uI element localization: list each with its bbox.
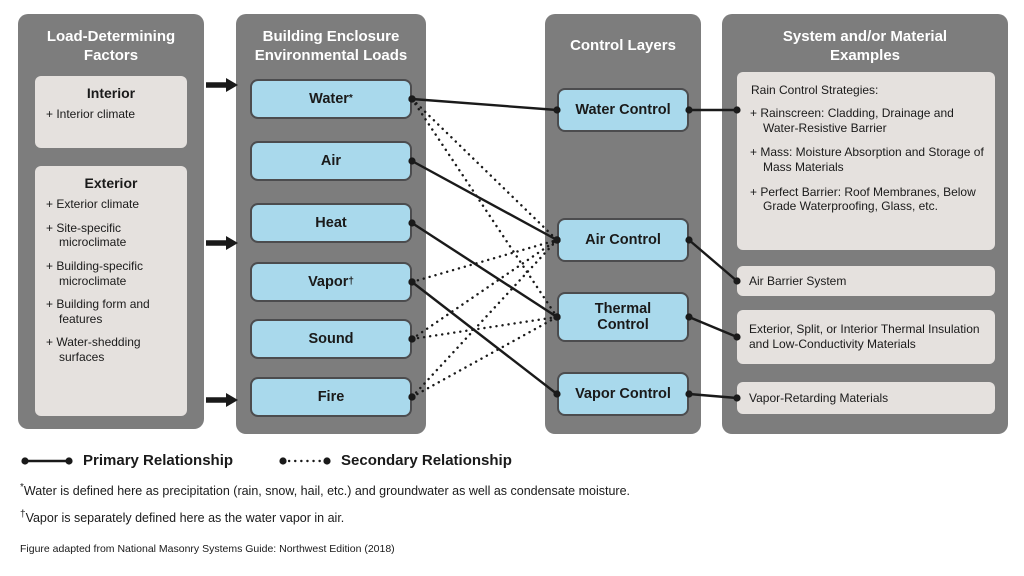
legend-secondary-label: Secondary Relationship — [341, 452, 512, 469]
control-box-water: Water Control — [557, 88, 689, 132]
interior-title: Interior — [86, 85, 136, 101]
example-box-air: Air Barrier System — [737, 266, 995, 296]
panel-title-factors: Load-Determining Factors — [46, 28, 176, 65]
primary-line-icon — [21, 456, 73, 465]
asterisk-marker: * — [20, 481, 24, 493]
control-label-thermal: Thermal Control — [594, 301, 652, 333]
load-label-water: Water — [309, 91, 349, 107]
secondary-line-icon — [279, 456, 331, 465]
load-box-air: Air — [250, 141, 412, 181]
panel-environmental-loads: Building Enclosure Environmental Loads W… — [236, 14, 426, 434]
panel-control-layers: Control Layers Water Control Air Control… — [545, 14, 701, 434]
footnote-water: *Water is defined here as precipitation … — [20, 481, 631, 498]
legend-primary: Primary Relationship — [20, 452, 233, 469]
control-label-water: Water Control — [575, 102, 671, 118]
example-box-rain: Rain Control Strategies: + Rainscreen: C… — [737, 72, 995, 250]
load-label-air: Air — [320, 153, 342, 169]
load-label-sound: Sound — [308, 331, 354, 347]
control-label-air: Air Control — [585, 232, 661, 248]
panel-title-controls: Control Layers — [570, 37, 676, 54]
exterior-item: + Site-specific microclimate — [46, 220, 127, 250]
exterior-factors-box: Exterior + Exterior climate + Site-speci… — [35, 166, 187, 416]
load-box-fire: Fire — [250, 377, 412, 417]
interior-factors-box: Interior + Interior climate — [35, 76, 187, 148]
control-box-air: Air Control — [557, 218, 689, 262]
exterior-item: + Exterior climate — [46, 197, 140, 211]
panel-title-loads: Building Enclosure Environmental Loads — [254, 28, 408, 65]
load-box-sound: Sound — [250, 319, 412, 359]
figure-credit: Figure adapted from National Masonry Sys… — [20, 543, 395, 555]
air-example-text: Air Barrier System — [749, 273, 847, 288]
example-box-vapor: Vapor-Retarding Materials — [737, 382, 995, 414]
control-box-thermal: Thermal Control — [557, 292, 689, 342]
legend-primary-label: Primary Relationship — [83, 452, 234, 469]
load-label-heat: Heat — [315, 215, 347, 231]
dagger-marker: † — [20, 508, 26, 520]
load-label-fire: Fire — [317, 389, 345, 405]
control-box-vapor: Vapor Control — [557, 372, 689, 416]
thermal-example-text: Exterior, Split, or Interior Thermal Ins… — [749, 322, 980, 351]
legend-secondary: Secondary Relationship — [278, 452, 512, 469]
example-box-thermal: Exterior, Split, or Interior Thermal Ins… — [737, 310, 995, 364]
rain-strategy-item: + Rainscreen: Cladding, Drainage and Wat… — [750, 106, 954, 135]
vapor-example-text: Vapor-Retarding Materials — [749, 390, 889, 405]
rain-strategy-item: + Mass: Moisture Absorption and Storage … — [750, 145, 984, 174]
rain-strategies-heading: Rain Control Strategies: — [751, 83, 879, 97]
rain-strategy-item: + Perfect Barrier: Roof Membranes, Below… — [750, 184, 976, 214]
panel-load-determining-factors: Load-Determining Factors Interior + Inte… — [18, 14, 204, 429]
load-box-vapor: Vapor† — [250, 262, 412, 302]
control-label-vapor: Vapor Control — [575, 386, 671, 402]
exterior-title: Exterior — [84, 175, 138, 191]
load-label-vapor: Vapor — [308, 274, 349, 290]
exterior-item: + Water-shedding surfaces — [46, 335, 141, 364]
load-box-heat: Heat — [250, 203, 412, 243]
panel-title-examples: System and/or Material Examples — [782, 28, 948, 65]
footnote-vapor: †Vapor is separately defined here as the… — [20, 508, 345, 525]
exterior-item: + Building form and features — [46, 297, 150, 326]
load-box-water: Water* — [250, 79, 412, 119]
panel-material-examples: System and/or Material Examples Rain Con… — [722, 14, 1008, 434]
exterior-item: + Building-specific microclimate — [46, 258, 144, 288]
interior-item: + Interior climate — [46, 107, 136, 121]
